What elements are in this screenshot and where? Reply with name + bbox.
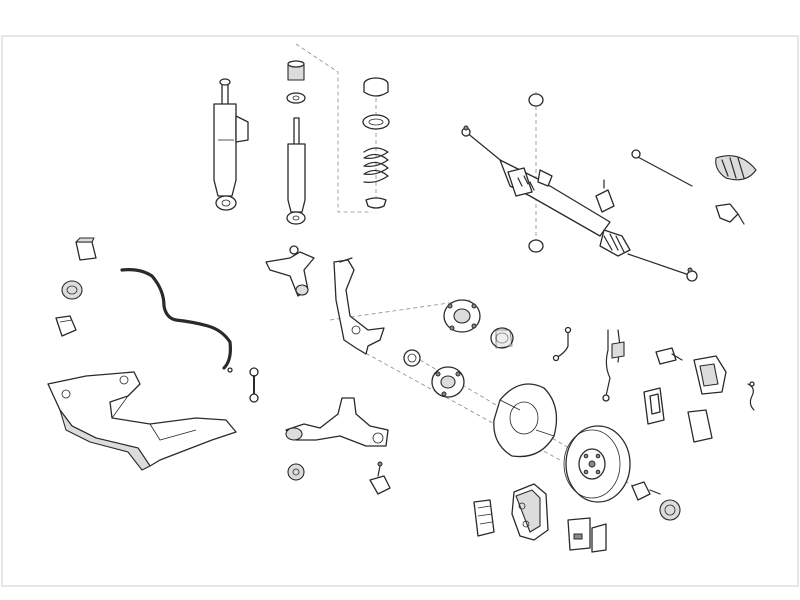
strut-mount-bushings — [286, 60, 306, 104]
brake-pad-set-small — [687, 355, 727, 443]
brake-hose — [552, 326, 572, 362]
diagram-border — [1, 35, 799, 587]
steering-knuckle — [333, 257, 385, 355]
stabilizer-link — [249, 367, 259, 403]
tie-rod-assembly — [631, 149, 757, 225]
coil-spring-assembly — [362, 77, 390, 209]
abs-sensor-cable — [602, 329, 625, 402]
wire-clip — [747, 381, 755, 411]
lower-arm-bushing — [287, 463, 305, 481]
brake-dust-shield — [493, 383, 558, 458]
wheel-bearing — [490, 327, 514, 349]
hub-bolt — [631, 481, 661, 501]
shock-absorber-left — [213, 78, 249, 211]
stabilizer-bar — [120, 268, 233, 373]
brake-disc — [563, 425, 631, 503]
upper-control-arm — [265, 245, 315, 297]
shock-absorber-right — [286, 117, 306, 225]
stabilizer-bushings — [55, 237, 97, 337]
hub-seal — [403, 349, 421, 367]
brake-pads — [473, 499, 607, 553]
caliper-bracket — [643, 387, 665, 425]
front-subframe — [47, 371, 237, 471]
wear-sensor — [655, 347, 683, 365]
brake-caliper — [511, 483, 549, 541]
steering-rack — [461, 93, 698, 282]
lower-control-arm — [285, 397, 389, 447]
wheel-hub-lower — [431, 366, 465, 398]
wheel-hub-upper — [443, 299, 481, 333]
hub-nut — [659, 499, 681, 521]
ball-joint — [369, 461, 391, 495]
